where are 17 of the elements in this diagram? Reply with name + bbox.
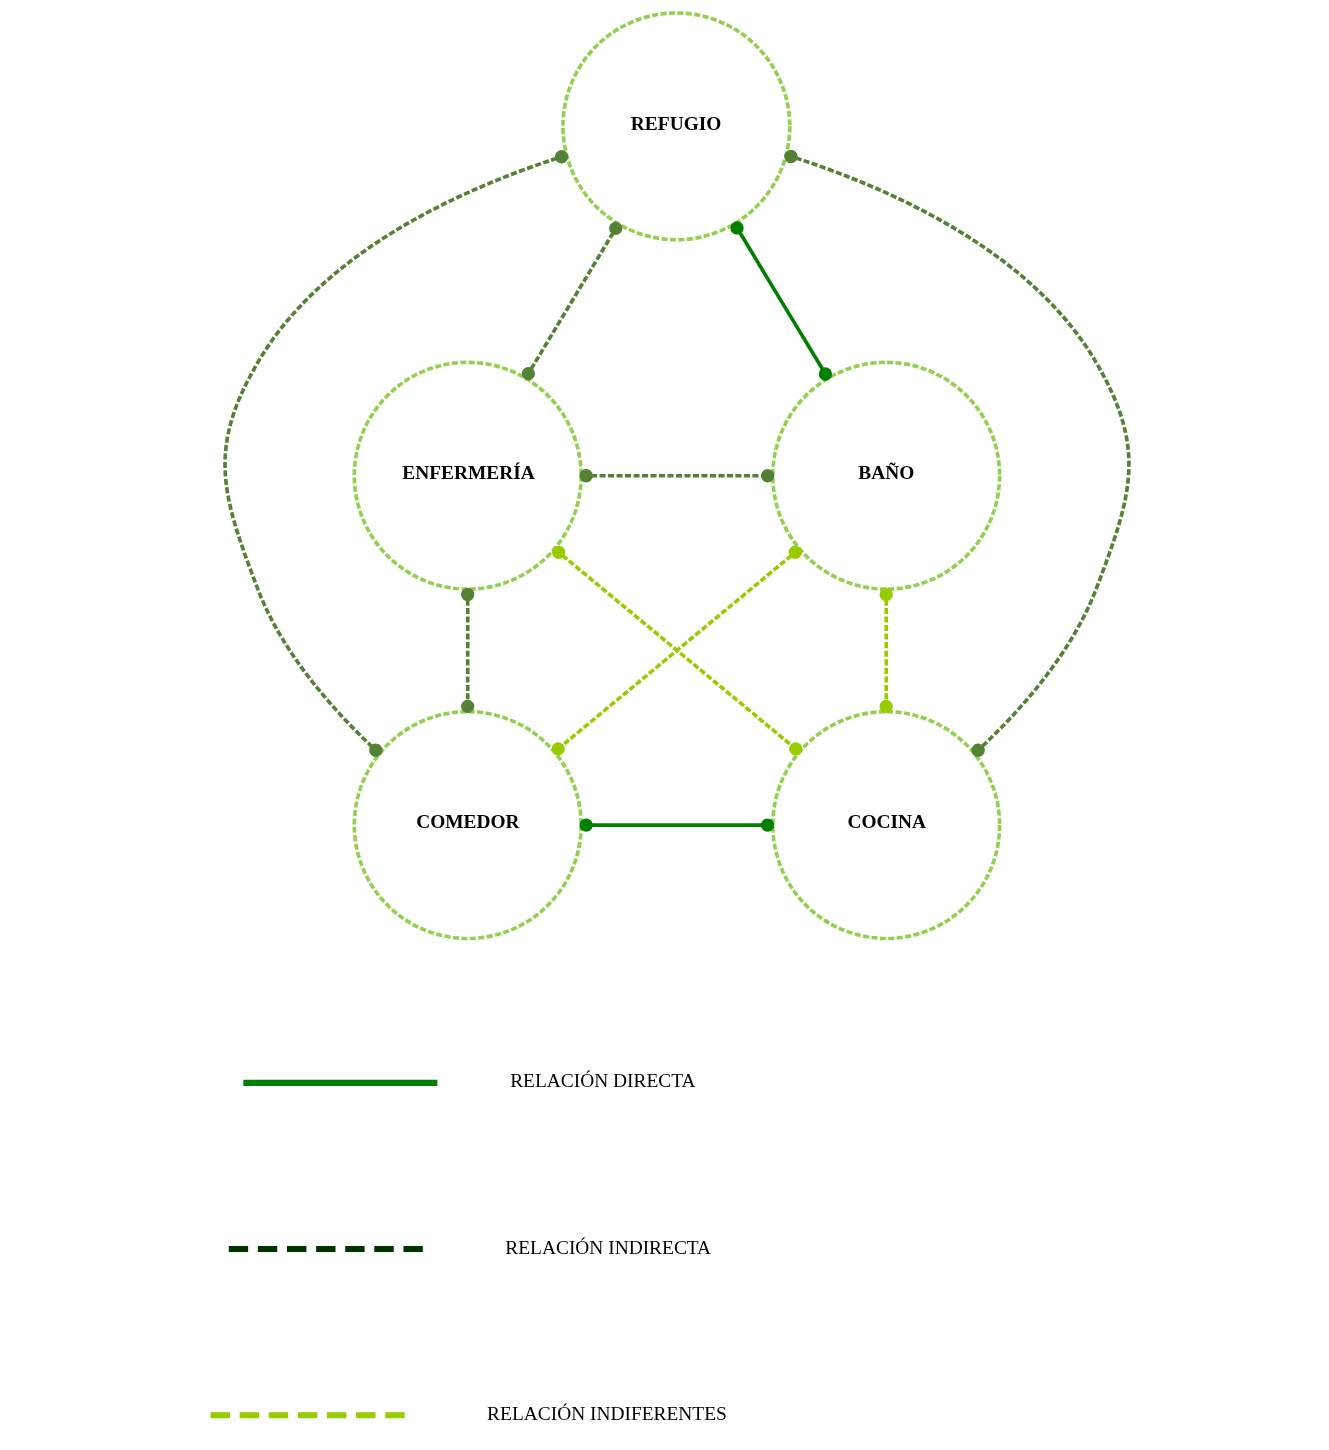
connector <box>579 469 774 483</box>
node-circle: COMEDOR <box>352 709 583 941</box>
connector <box>729 221 832 381</box>
connector <box>879 587 893 714</box>
connector <box>222 150 568 757</box>
node-circle: COCINA <box>770 709 1001 941</box>
legend-label: RELACIÓN DIRECTA <box>509 1070 696 1092</box>
legend-label: RELACIÓN INDIRECTA <box>504 1236 711 1258</box>
connector <box>521 221 622 381</box>
node-circle: ENFERMERÍA <box>352 360 583 591</box>
connector <box>460 587 474 714</box>
connector <box>783 149 1130 757</box>
connector <box>579 818 774 832</box>
node-circle: REFUGIO <box>560 11 792 242</box>
connector <box>551 545 802 756</box>
legend-label: RELACIÓN INDIFERENTES <box>486 1402 727 1424</box>
node-circle: BAÑO <box>770 360 1001 591</box>
